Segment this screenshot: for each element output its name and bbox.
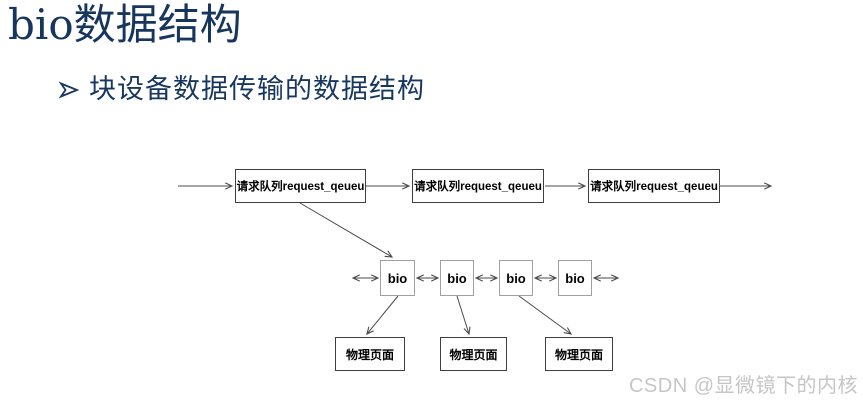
physical-page-box: 物理页面: [440, 337, 507, 371]
physical-page-box: 物理页面: [545, 337, 613, 371]
request-queue-box: 请求队列request_qeueu: [588, 169, 720, 203]
request-queue-box: 请求队列request_qeueu: [235, 169, 366, 203]
page-title: bio数据结构: [8, 0, 242, 49]
bullet-text: 块设备数据传输的数据结构: [89, 74, 425, 105]
request-queue-box: 请求队列request_qeueu: [412, 169, 544, 203]
bio-box: bio: [380, 260, 415, 296]
arrowhead-right-icon: [58, 81, 80, 99]
bio-box: bio: [499, 260, 533, 296]
bullet-line: 块设备数据传输的数据结构: [58, 74, 425, 106]
bio-box: bio: [558, 260, 592, 296]
physical-page-box: 物理页面: [335, 337, 405, 371]
bio-box: bio: [440, 260, 474, 296]
watermark: CSDN @显微镜下的内核: [628, 375, 858, 397]
